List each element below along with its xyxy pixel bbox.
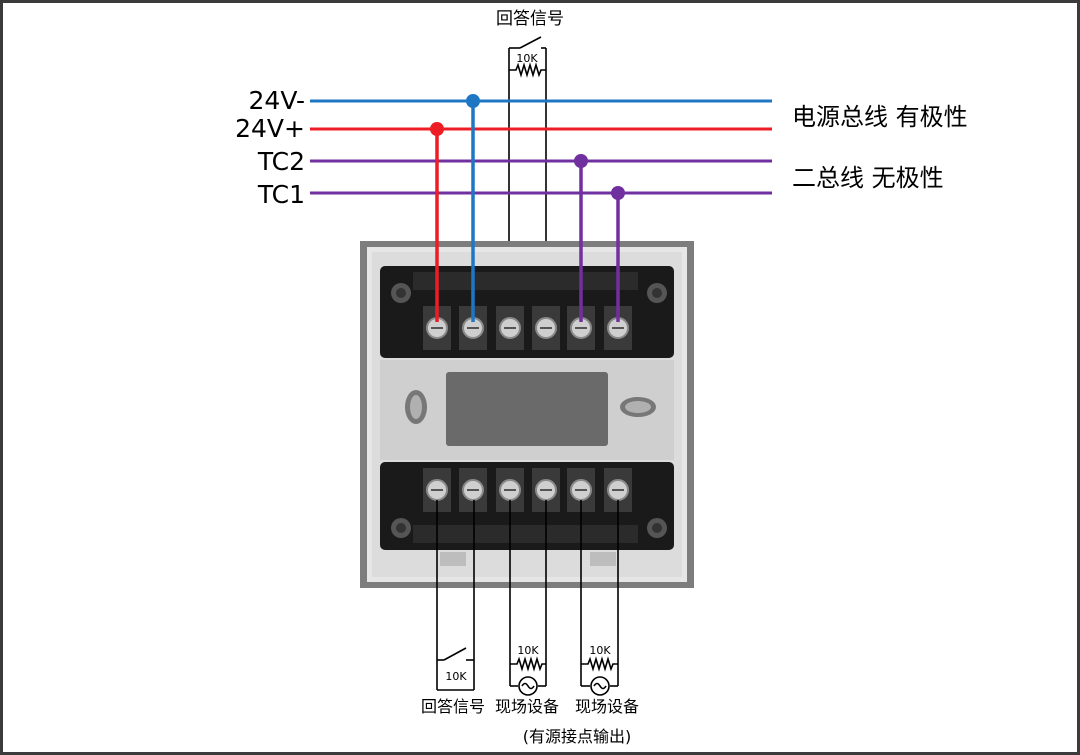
- label-tc2: TC2: [257, 147, 305, 176]
- bottom-terminal-screw: [567, 468, 595, 512]
- bottom-answer-signal-label: 回答信号: [421, 697, 485, 716]
- resistor-label-field-2: 10K: [589, 644, 611, 657]
- top-terminal-screw: [532, 306, 560, 350]
- node-tc2: [574, 154, 588, 168]
- field-device-1-label: 现场设备: [495, 697, 559, 716]
- module-body: [360, 241, 694, 588]
- top-terminal-screw: [604, 306, 632, 350]
- top-resistor-label: 10K: [516, 52, 538, 65]
- resistor-label-field-1: 10K: [517, 644, 539, 657]
- node-tc1: [611, 186, 625, 200]
- node-24v-minus: [466, 94, 480, 108]
- label-tc1: TC1: [257, 180, 305, 209]
- label-24v-plus: 24V+: [235, 114, 305, 143]
- bottom-wiring: [436, 500, 619, 696]
- caption-power-bus: 电源总线 有极性: [792, 103, 968, 131]
- switch-label: 10K: [445, 670, 467, 683]
- node-24v-plus: [430, 122, 444, 136]
- label-24v-minus: 24V-: [249, 86, 305, 115]
- field-device-2-label: 现场设备: [575, 697, 639, 716]
- bottom-terminal-screw: [459, 468, 487, 512]
- active-contact-note: (有源接点输出): [523, 727, 632, 746]
- caption-two-bus: 二总线 无极性: [792, 164, 944, 192]
- top-answer-signal-label: 回答信号: [496, 9, 564, 29]
- top-terminal-screw: [496, 306, 524, 350]
